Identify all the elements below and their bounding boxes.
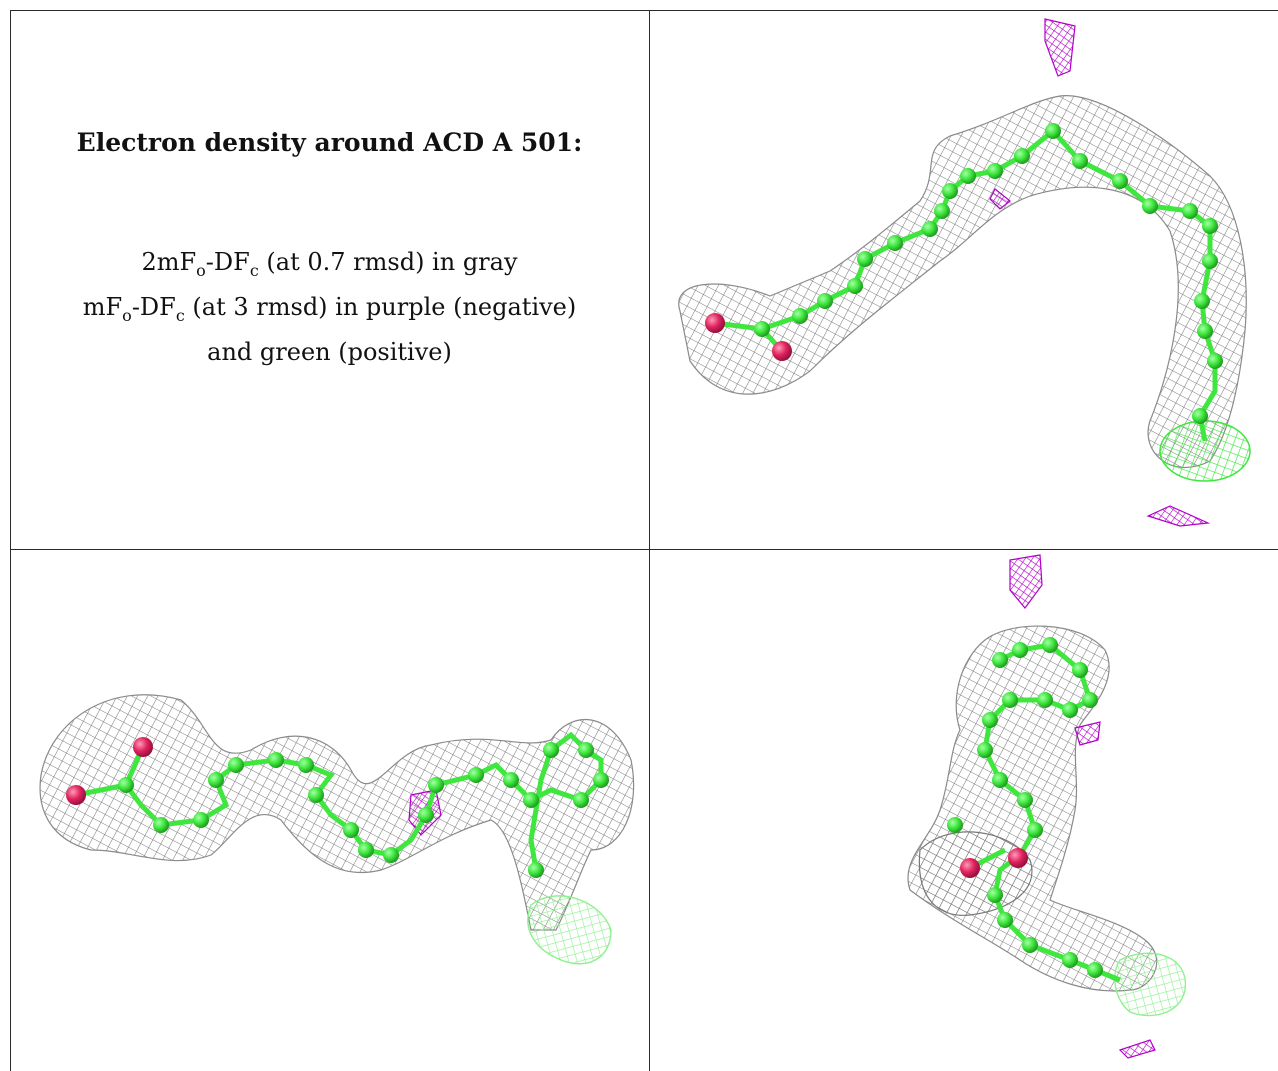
density-mesh-negative [1009,554,1156,1059]
caption-cell: Electron density around ACD A 501: 2mFo-… [10,10,649,550]
ligand-model [947,637,1121,983]
density-mesh-gray [907,625,1158,992]
density-mesh-gray [678,95,1247,468]
caption-body: 2mFo-DFc (at 0.7 rmsd) in gray mFo-DFc (… [10,244,649,371]
ligand-model [705,123,1223,442]
caption-line-3: and green (positive) [207,337,452,366]
top-border [10,10,1278,11]
density-mesh-positive [1114,952,1186,1017]
density-mesh-positive [527,895,612,965]
density-view-1 [650,11,1278,549]
ligand-model [66,731,609,878]
density-mesh-gray [39,694,635,931]
density-view-2 [11,550,649,1071]
caption-title: Electron density around ACD A 501: [76,128,583,157]
center-divider [649,10,650,1071]
density-mesh-negative [989,18,1211,527]
density-view-3 [650,550,1278,1071]
middle-divider [10,549,1278,550]
caption-line-2: mFo-DFc (at 3 rmsd) in purple (negative) [82,292,577,325]
caption-line-1: 2mFo-DFc (at 0.7 rmsd) in gray [141,248,518,280]
left-border [10,10,11,1071]
